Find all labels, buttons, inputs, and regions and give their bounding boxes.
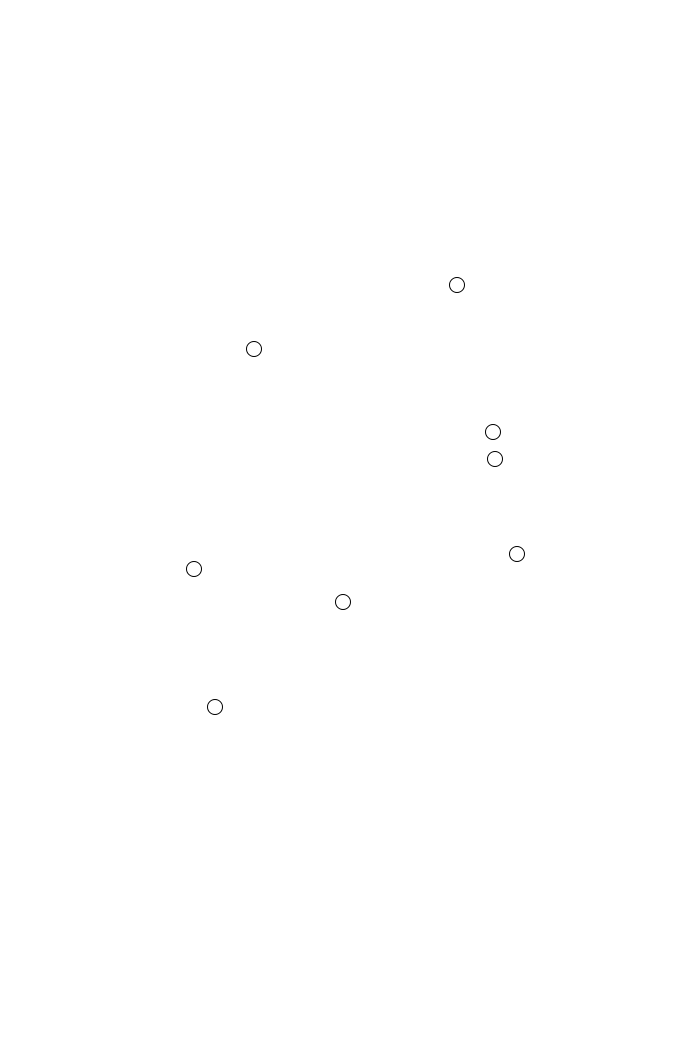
hollow-circle-icon (485, 424, 501, 440)
hollow-circle-icon (487, 451, 503, 467)
hollow-circle-icon (335, 594, 351, 610)
hollow-circle-icon (207, 699, 223, 715)
hollow-circle-icon (509, 546, 525, 562)
hollow-circle-icon (246, 341, 262, 357)
hollow-circle-icon (186, 561, 202, 577)
hollow-circle-icon (449, 277, 465, 293)
